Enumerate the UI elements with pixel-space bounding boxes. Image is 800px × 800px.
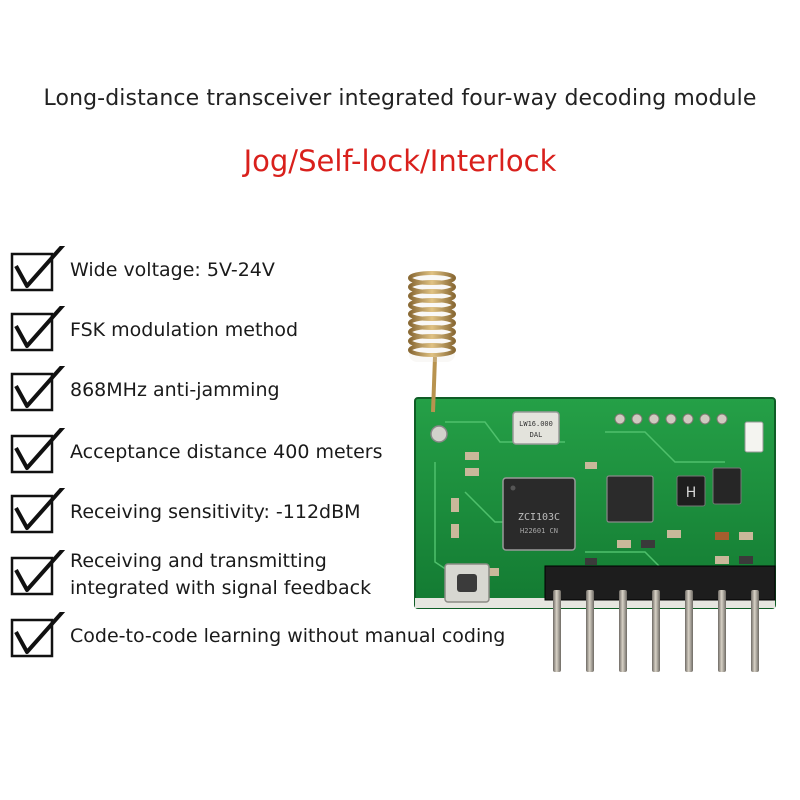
- crystal-oscillator: LW16.000 DAL: [512, 411, 560, 445]
- rf-module-image: LW16.000 DAL ZCI103C H22601 CN H: [408, 271, 776, 672]
- header-pads-top: [614, 413, 728, 425]
- feature-item-learning: Code-to-code learning without manual cod…: [10, 612, 570, 662]
- main-chip-label: ZCI103C: [518, 512, 560, 523]
- tactile-button: [444, 563, 490, 603]
- feature-text: Wide voltage: 5V-24V: [70, 259, 275, 281]
- led-indicator: [744, 421, 764, 453]
- checkbox-check-icon: [10, 488, 66, 534]
- regulator-ic: [712, 467, 742, 505]
- checkbox-check-icon: [10, 306, 66, 352]
- feature-item-voltage: Wide voltage: 5V-24V: [10, 246, 570, 296]
- feature-item-modulation: FSK modulation method: [10, 306, 570, 356]
- checkbox-check-icon: [10, 366, 66, 412]
- feature-item-sensitivity: Receiving sensitivity: -112dBM: [10, 488, 570, 538]
- feature-text: Receiving and transmitting integrated wi…: [70, 548, 371, 602]
- feature-text: Code-to-code learning without manual cod…: [70, 625, 506, 647]
- pin-header: [544, 565, 776, 672]
- crystal-label: LW16.000: [519, 420, 553, 428]
- feature-text-line2: integrated with signal feedback: [70, 577, 372, 599]
- secondary-ic-chip: [606, 475, 654, 523]
- main-ic-chip: ZCI103C H22601 CN: [502, 477, 576, 551]
- page-title: Long-distance transceiver integrated fou…: [43, 86, 757, 111]
- checkbox-check-icon: [10, 428, 66, 474]
- feature-text-line1: Receiving and transmitting: [70, 550, 327, 572]
- feature-text: Acceptance distance 400 meters: [70, 441, 383, 463]
- inductor-label: H: [686, 485, 697, 501]
- checkbox-check-icon: [10, 612, 66, 658]
- checkbox-check-icon: [10, 550, 66, 596]
- checkbox-check-icon: [10, 246, 66, 292]
- feature-item-transceiver: Receiving and transmitting integrated wi…: [10, 550, 570, 600]
- crystal-sublabel: DAL: [530, 431, 543, 439]
- feature-text: FSK modulation method: [70, 319, 299, 341]
- feature-text: 868MHz anti-jamming: [70, 379, 280, 401]
- feature-text: Receiving sensitivity: -112dBM: [70, 501, 361, 523]
- page-subtitle: Jog/Self-lock/Interlock: [243, 144, 557, 178]
- main-chip-sublabel: H22601 CN: [520, 527, 558, 535]
- smd-components: [451, 452, 753, 586]
- antenna-coil: [408, 271, 456, 443]
- feature-item-distance: Acceptance distance 400 meters: [10, 428, 570, 478]
- inductor-component: H: [676, 475, 706, 507]
- feature-item-frequency: 868MHz anti-jamming: [10, 366, 570, 416]
